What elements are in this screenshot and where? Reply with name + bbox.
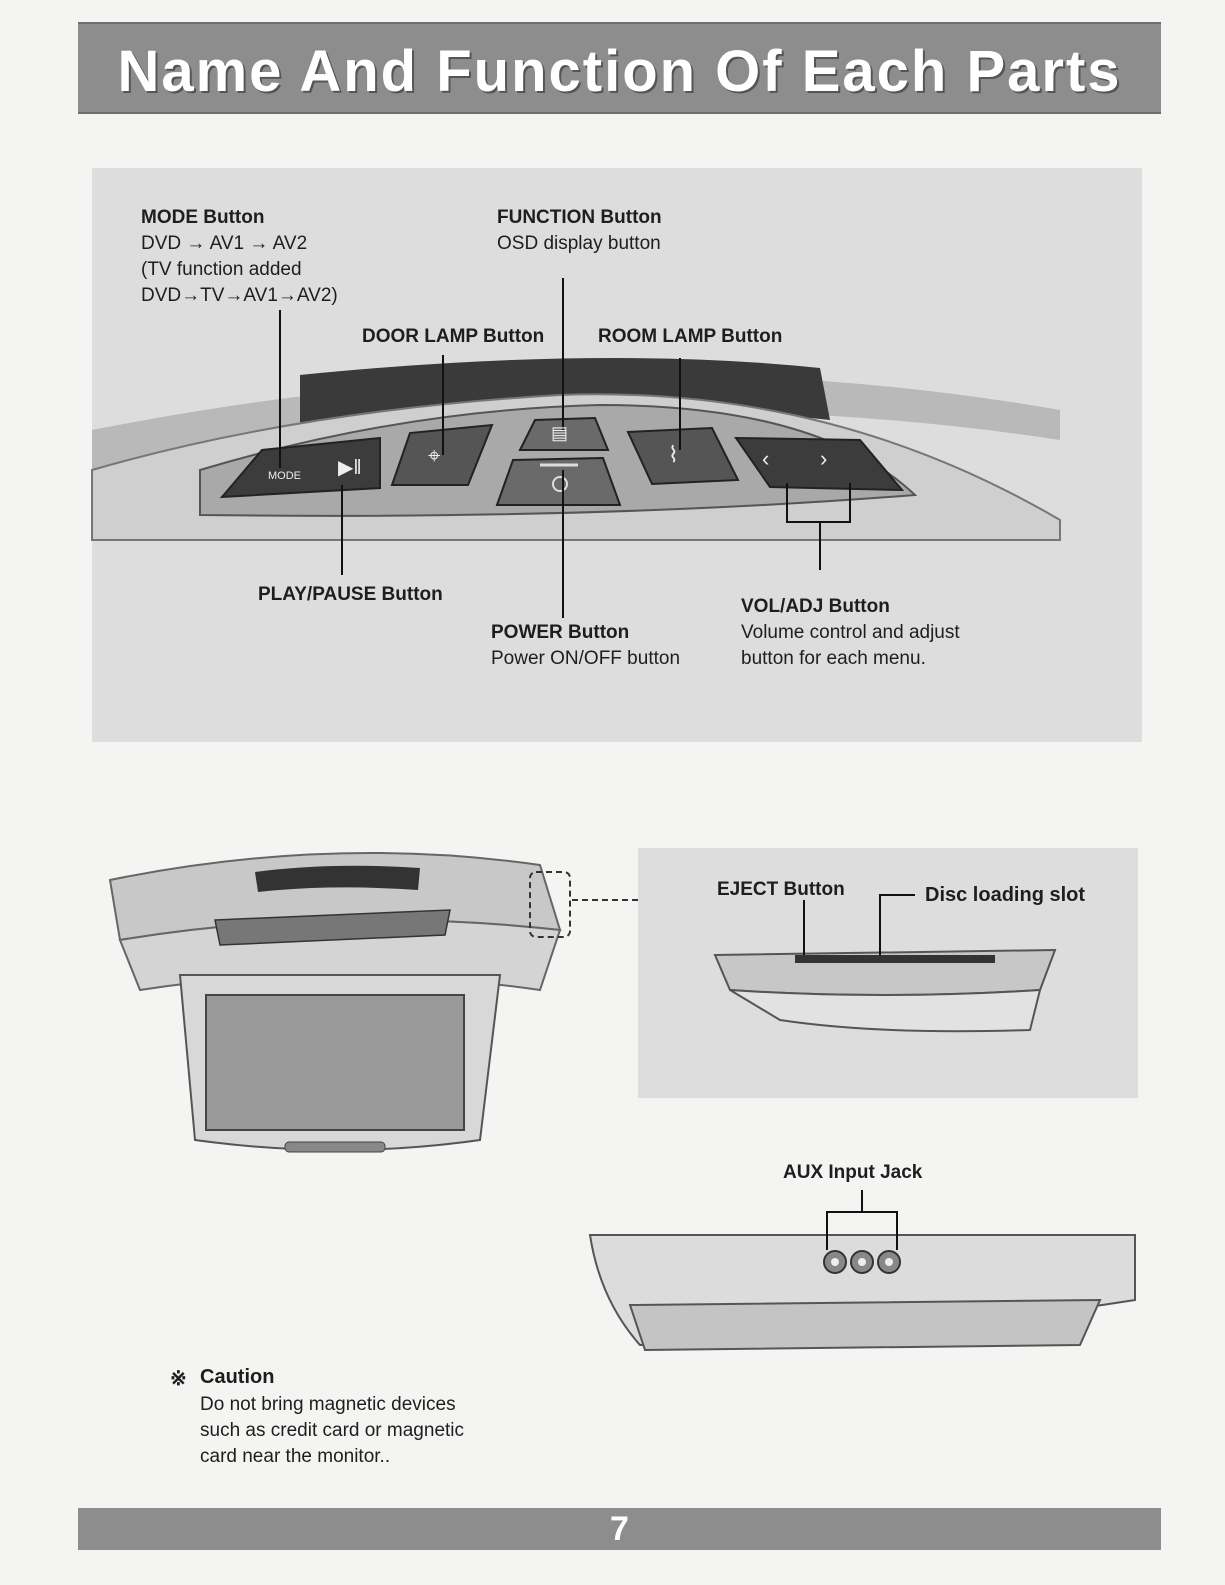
footer-bar: 7	[78, 1508, 1161, 1550]
vol-left-icon: ‹	[762, 446, 770, 471]
mode-button-label: MODE Button	[141, 207, 265, 228]
function-icon: ▤	[551, 423, 569, 443]
power-button-desc: Power ON/OFF button	[491, 648, 681, 669]
function-button-label: FUNCTION Button	[497, 207, 662, 228]
power-button-label: POWER Button	[491, 622, 630, 643]
vol-adj-button-label: VOL/ADJ Button	[741, 596, 890, 617]
caution-text: Do not bring magnetic devices such as cr…	[200, 1394, 465, 1467]
mode-key-label: MODE	[268, 470, 301, 482]
disc-slot-label: Disc loading slot	[925, 884, 1086, 906]
door-lamp-button-label: DOOR LAMP Button	[362, 326, 545, 347]
play-pause-icon: ▶‖	[338, 457, 362, 479]
play-pause-button-label: PLAY/PAUSE Button	[258, 584, 443, 605]
room-lamp-button-label: ROOM LAMP Button	[598, 326, 783, 347]
caution-symbol: ※	[170, 1368, 187, 1390]
page-title: Name And Function Of Each Parts	[117, 39, 1122, 104]
function-button-desc: OSD display button	[497, 233, 661, 254]
control-panel-illustration	[91, 278, 1061, 618]
section-header-bar: Name And Function Of Each Parts	[78, 22, 1161, 114]
eject-button-label: EJECT Button	[717, 879, 845, 900]
page-number: 7	[610, 1510, 629, 1548]
vol-right-icon: ›	[820, 446, 828, 471]
caution-title: Caution	[200, 1366, 275, 1388]
room-lamp-icon: ⌇	[668, 442, 679, 467]
aux-input-label: AUX Input Jack	[783, 1162, 923, 1183]
mode-button-desc: DVD → AV1 → AV2 (TV function added DVD→T…	[141, 233, 338, 306]
door-lamp-icon: ⌖	[428, 443, 441, 468]
mode-play-button-shape	[219, 436, 381, 499]
vol-adj-button-desc: Volume control and adjust button for eac…	[741, 622, 960, 669]
